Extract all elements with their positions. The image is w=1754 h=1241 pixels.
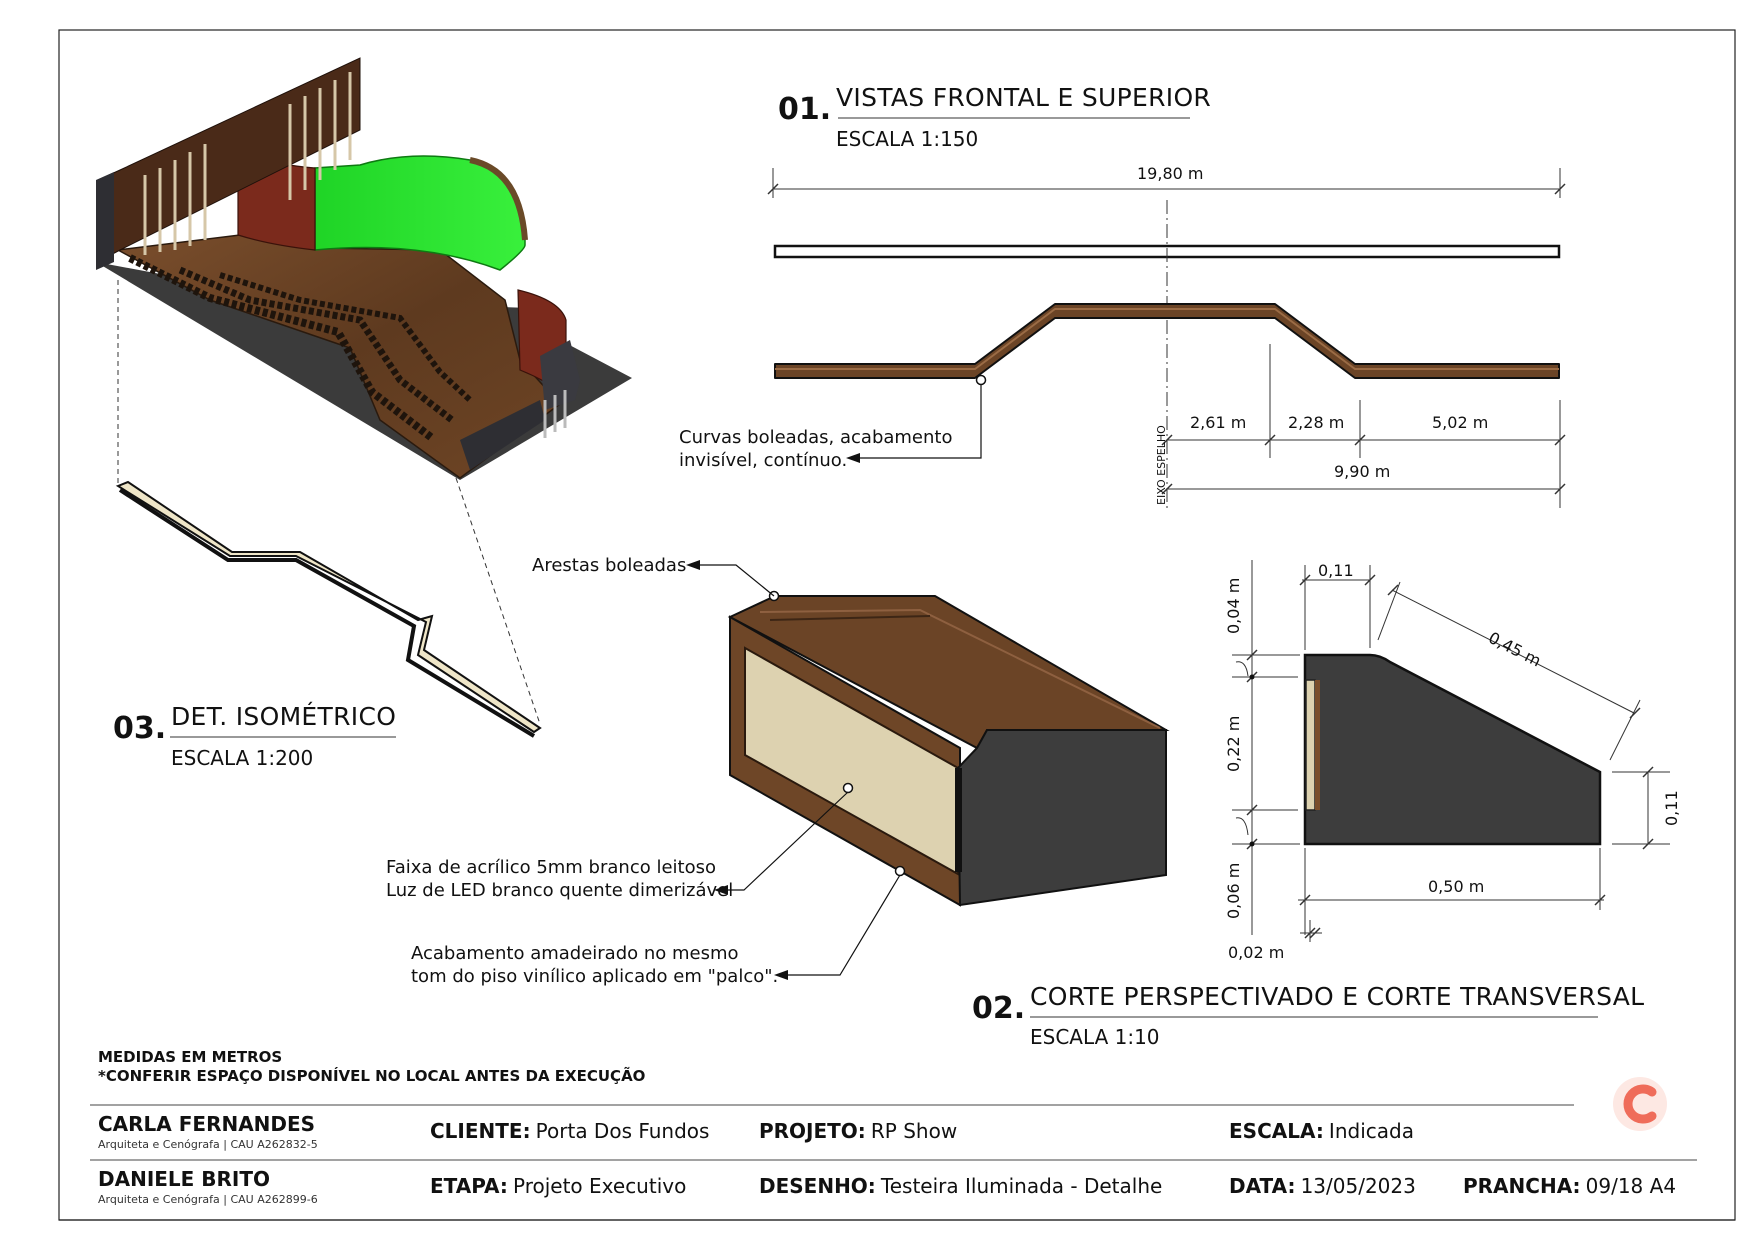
author2-role: Arquiteta e Cenógrafa | CAU A262899-6 — [98, 1193, 318, 1206]
view01-dim-c: 5,02 m — [1432, 413, 1489, 432]
note-edges: Arestas boleadas — [532, 555, 687, 576]
title-block-lines — [59, 1104, 1735, 1221]
transverse-section-drawing — [1232, 560, 1670, 942]
data-value: 13/05/2023 — [1300, 1174, 1416, 1198]
view02-title: CORTE PERSPECTIVADO E CORTE TRANSVERSAL — [1030, 982, 1645, 1011]
note-wood: Acabamento amadeirado no mesmo tom do pi… — [411, 942, 778, 988]
mirror-axis-label: EIXO ESPELHO — [1155, 425, 1168, 505]
data-field: DATA: 13/05/2023 — [1229, 1174, 1416, 1198]
note-curves: Curvas boleadas, acabamento invisível, c… — [679, 426, 952, 472]
projeto-value: RP Show — [870, 1119, 958, 1143]
note-wood-line2: tom do piso vinílico aplicado em "palco"… — [411, 966, 779, 987]
dim-h1: 0,04 m — [1224, 577, 1243, 634]
section-perspective-drawing — [686, 560, 1598, 1018]
data-label: DATA: — [1229, 1174, 1296, 1198]
desenho-field: DESENHO: Testeira Iluminada - Detalhe — [759, 1174, 1162, 1198]
general-note-1: MEDIDAS EM METROS — [98, 1048, 283, 1066]
prancha-label: PRANCHA: — [1463, 1174, 1581, 1198]
view01-title: VISTAS FRONTAL E SUPERIOR — [836, 83, 1212, 112]
etapa-field: ETAPA: Projeto Executivo — [430, 1174, 686, 1198]
etapa-value: Projeto Executivo — [513, 1174, 687, 1198]
note-acrylic-line2: Luz de LED branco quente dimerizável — [386, 880, 734, 901]
dim-right: 0,11 — [1662, 790, 1681, 826]
projeto-field: PROJETO: RP Show — [759, 1119, 957, 1143]
view02-scale: ESCALA 1:10 — [1030, 1025, 1160, 1049]
prancha-field: PRANCHA: 09/18 A4 — [1463, 1174, 1676, 1198]
cliente-field: CLIENTE: Porta Dos Fundos — [430, 1119, 709, 1143]
desenho-value: Testeira Iluminada - Detalhe — [880, 1174, 1163, 1198]
logo-mark — [1613, 1077, 1667, 1131]
view01-dim-half: 9,90 m — [1334, 462, 1391, 481]
view01-dim-total: 19,80 m — [1137, 164, 1204, 183]
escala-field: ESCALA: Indicada — [1229, 1119, 1414, 1143]
note-acrylic: Faixa de acrílico 5mm branco leitoso Luz… — [386, 856, 734, 902]
escala-label: ESCALA: — [1229, 1119, 1324, 1143]
dim-h4: 0,02 m — [1228, 943, 1285, 962]
view03-scale: ESCALA 1:200 — [171, 746, 314, 770]
note-curves-line2: invisível, contínuo. — [679, 450, 848, 471]
view03-number: 03. — [113, 711, 167, 746]
top-view-bar — [774, 303, 1560, 379]
author1-role: Arquiteta e Cenógrafa | CAU A262832-5 — [98, 1138, 318, 1151]
desenho-label: DESENHO: — [759, 1174, 876, 1198]
prancha-value: 09/18 A4 — [1585, 1174, 1677, 1198]
view01-dim-a: 2,61 m — [1190, 413, 1247, 432]
etapa-label: ETAPA: — [430, 1174, 508, 1198]
escala-value: Indicada — [1328, 1119, 1414, 1143]
dim-top: 0,11 — [1318, 561, 1354, 580]
view01-scale: ESCALA 1:150 — [836, 127, 979, 151]
dim-h2: 0,22 m — [1224, 715, 1243, 772]
note-wood-line1: Acabamento amadeirado no mesmo — [411, 943, 739, 964]
author2-name: DANIELE BRITO — [98, 1167, 271, 1191]
note-curves-line1: Curvas boleadas, acabamento — [679, 427, 953, 448]
cliente-label: CLIENTE: — [430, 1119, 531, 1143]
projeto-label: PROJETO: — [759, 1119, 866, 1143]
view01-dim-b: 2,28 m — [1288, 413, 1345, 432]
note-acrylic-line1: Faixa de acrílico 5mm branco leitoso — [386, 857, 716, 878]
dim-width: 0,50 m — [1428, 877, 1485, 896]
dim-h3: 0,06 m — [1224, 862, 1243, 919]
cliente-value: Porta Dos Fundos — [535, 1119, 710, 1143]
view01-number: 01. — [778, 92, 832, 127]
isometric-drawing — [96, 57, 632, 738]
view01-drawing — [767, 117, 1566, 508]
view02-number: 02. — [972, 991, 1026, 1026]
author1-name: CARLA FERNANDES — [98, 1112, 316, 1136]
view03-title: DET. ISOMÉTRICO — [171, 702, 397, 731]
general-note-2: *CONFERIR ESPAÇO DISPONÍVEL NO LOCAL ANT… — [98, 1067, 646, 1085]
